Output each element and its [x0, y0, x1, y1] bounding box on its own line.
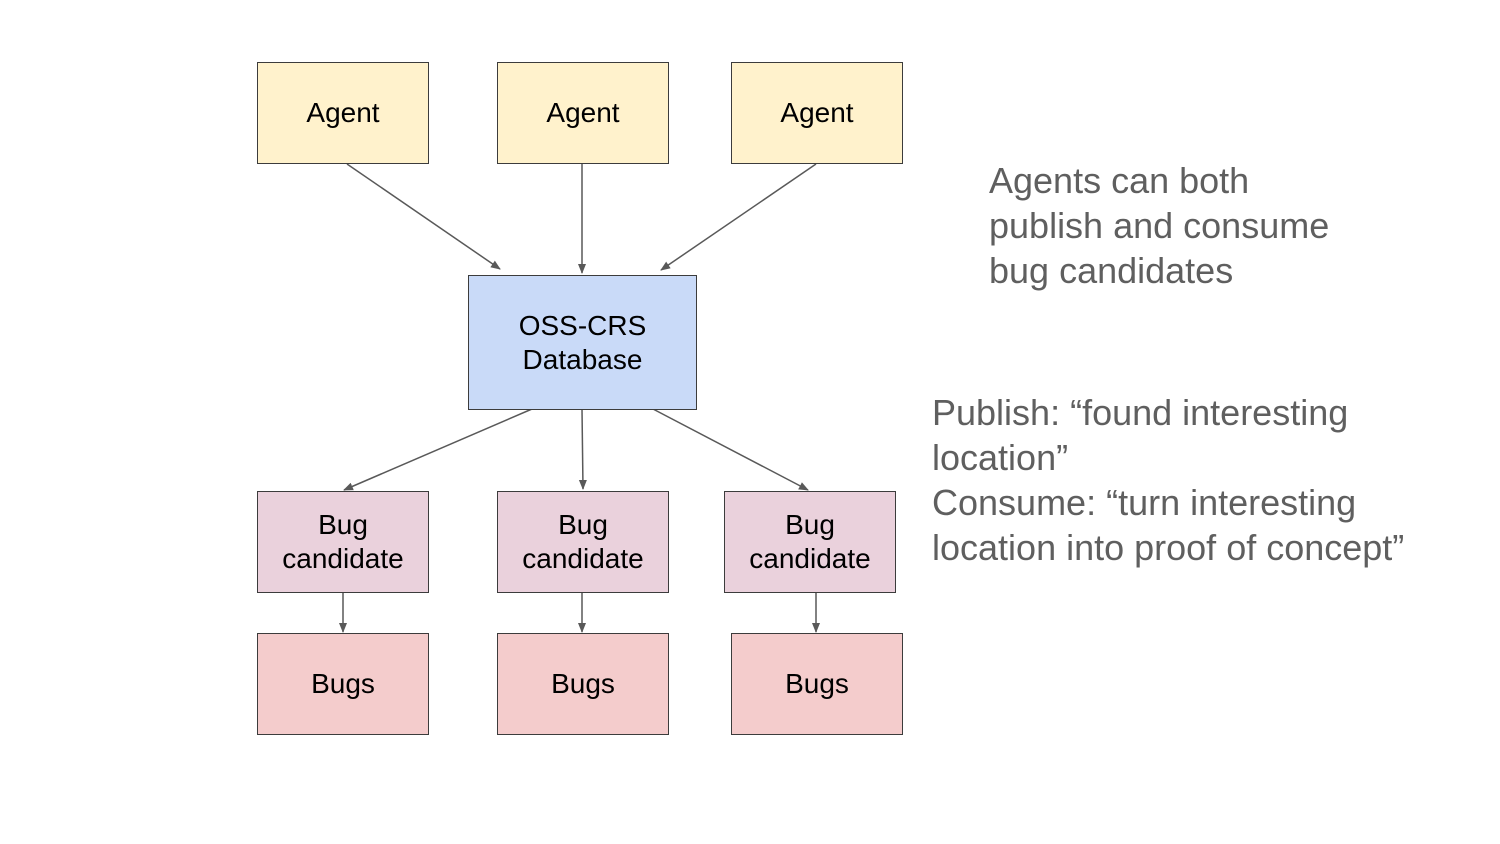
agent-box-1: Agent — [257, 62, 429, 164]
agents-note-line-2: publish and consume — [989, 205, 1330, 246]
bugs-box-3: Bugs — [731, 633, 903, 735]
agent-box-3: Agent — [731, 62, 903, 164]
agents-note-line-3: bug candidates — [989, 250, 1234, 291]
consume-note-line-2: location into proof of concept” — [932, 527, 1405, 568]
agents-note: Agents can both publish and consume bug … — [989, 158, 1329, 293]
arrow-database-to-candidate-1 — [343, 408, 533, 491]
bug-candidate-box-3: Bug candidate — [724, 491, 896, 593]
arrow-database-to-candidate-3 — [652, 408, 809, 491]
consume-note-line-1: Consume: “turn interesting — [932, 482, 1357, 523]
publish-note-line-2: location” — [932, 437, 1069, 478]
bugs-box-1: Bugs — [257, 633, 429, 735]
agents-note-line-1: Agents can both — [989, 160, 1250, 201]
publish-note-line-1: Publish: “found interesting — [932, 392, 1349, 433]
arrow-database-to-candidate-2 — [578, 408, 587, 490]
arrow-agent-1-to-database — [346, 163, 501, 270]
bug-candidate-box-1: Bug candidate — [257, 491, 429, 593]
publish-consume-note: Publish: “found interesting location” Co… — [932, 390, 1404, 570]
database-box: OSS-CRS Database — [468, 275, 697, 410]
bug-candidate-box-2: Bug candidate — [497, 491, 669, 593]
arrow-agent-3-to-database — [660, 163, 817, 271]
agent-box-2: Agent — [497, 62, 669, 164]
bugs-box-2: Bugs — [497, 633, 669, 735]
